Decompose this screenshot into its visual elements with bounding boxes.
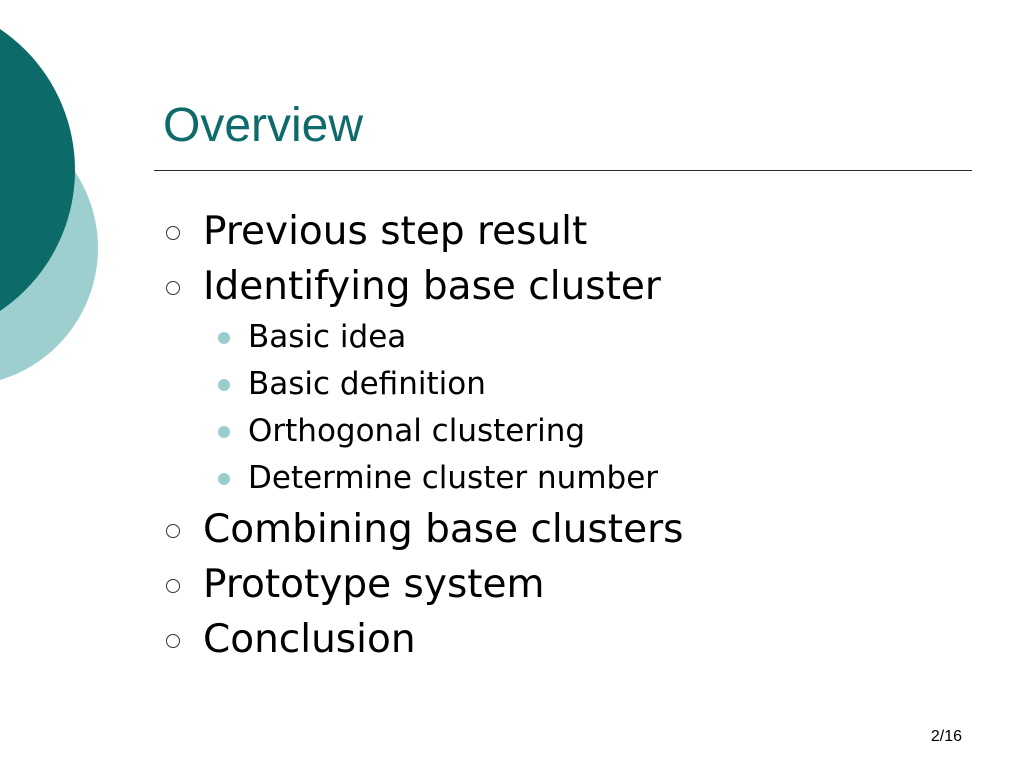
sub-bullet-item: Orthogonal clustering (163, 408, 683, 455)
sub-bullet-label: Orthogonal clustering (248, 413, 586, 449)
dark-teal-circle (0, 29, 75, 311)
sub-bullet-label: Determine cluster number (248, 460, 659, 496)
bullet-label: Combining base clusters (203, 507, 684, 552)
bullet-label: Prototype system (203, 562, 545, 607)
page-number: 2/16 (930, 728, 962, 745)
bullet-label: Conclusion (203, 617, 416, 662)
hollow-circle-bullet-icon (166, 579, 180, 593)
filled-circle-bullet-icon (218, 426, 230, 438)
bullet-item: Prototype system (163, 557, 683, 612)
bullet-label: Previous step result (203, 209, 588, 254)
hollow-circle-bullet-icon (166, 226, 180, 240)
sub-bullet-label: Basic definition (248, 366, 486, 402)
hollow-circle-bullet-icon (166, 634, 180, 648)
bullet-item: Previous step result (163, 204, 683, 259)
hollow-circle-bullet-icon (166, 524, 180, 538)
filled-circle-bullet-icon (218, 379, 230, 391)
sub-bullet-label: Basic idea (248, 319, 407, 355)
filled-circle-bullet-icon (218, 332, 230, 344)
sub-bullet-item: Basic idea (163, 314, 683, 361)
slide-title: Overview (163, 99, 364, 152)
bullet-item: Combining base clusters (163, 502, 683, 557)
hollow-circle-bullet-icon (166, 281, 180, 295)
bullet-item: Identifying base cluster (163, 259, 683, 314)
bullet-list: Previous step result Identifying base cl… (163, 204, 683, 667)
bullet-item: Conclusion (163, 612, 683, 667)
decorative-circles (0, 29, 98, 381)
sub-bullet-item: Determine cluster number (163, 455, 683, 502)
bullet-label: Identifying base cluster (203, 264, 661, 309)
sub-bullet-item: Basic definition (163, 361, 683, 408)
title-underline (154, 170, 972, 171)
filled-circle-bullet-icon (218, 473, 230, 485)
